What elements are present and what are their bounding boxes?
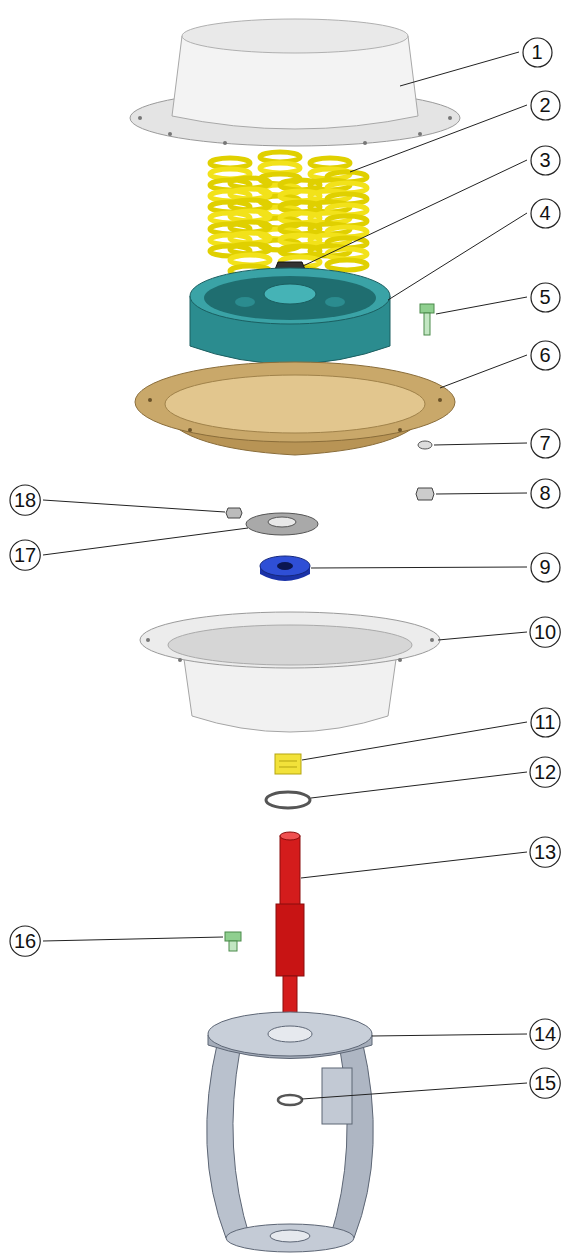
callout-number: 7 <box>539 432 550 455</box>
callout-circle: 7 <box>530 428 561 459</box>
callout-number: 5 <box>539 286 550 309</box>
callout-number: 15 <box>534 1072 556 1095</box>
callout-number: 10 <box>534 621 556 644</box>
callout-circle: 15 <box>529 1067 561 1099</box>
callout-number: 14 <box>534 1023 556 1046</box>
callout-circle: 12 <box>529 756 561 788</box>
callout-number: 17 <box>14 544 36 567</box>
callout-circle: 13 <box>529 836 561 868</box>
callout-number: 12 <box>534 761 556 784</box>
callout-number: 11 <box>535 711 556 734</box>
bushing <box>275 754 301 774</box>
yoke <box>207 1012 374 1252</box>
nut <box>226 508 242 518</box>
callout-circle: 1 <box>522 37 553 68</box>
callout-circle: 5 <box>530 282 561 313</box>
piston <box>190 268 390 364</box>
leader-lines <box>43 52 527 1099</box>
callout-circle: 14 <box>529 1018 561 1050</box>
callout-number: 18 <box>14 489 36 512</box>
callout-number: 9 <box>539 556 550 579</box>
callout-number: 3 <box>539 149 550 172</box>
lower-casing <box>140 612 440 732</box>
diaphragm <box>135 362 455 455</box>
nut <box>416 488 434 500</box>
callout-circle: 2 <box>530 90 561 121</box>
bolt <box>225 932 241 951</box>
stem <box>276 832 304 1024</box>
callout-number: 1 <box>531 41 542 64</box>
callout-number: 16 <box>14 930 36 953</box>
callout-circle: 11 <box>530 707 561 738</box>
callout-circle: 10 <box>529 616 561 648</box>
callout-circle: 17 <box>9 539 41 571</box>
callout-number: 4 <box>539 202 550 225</box>
callout-number: 6 <box>539 344 550 367</box>
callout-circle: 3 <box>530 145 561 176</box>
callout-circle: 4 <box>530 198 561 229</box>
callout-circle: 9 <box>530 552 561 583</box>
callout-number: 13 <box>534 841 556 864</box>
plate <box>246 513 318 535</box>
washer <box>418 441 432 449</box>
callout-number: 8 <box>539 482 550 505</box>
callout-circle: 6 <box>530 340 561 371</box>
callout-number: 2 <box>539 94 550 117</box>
bolt <box>420 304 434 335</box>
callout-circle: 16 <box>9 925 41 957</box>
callout-circle: 8 <box>530 478 561 509</box>
springs <box>210 152 367 278</box>
callout-circle: 18 <box>9 484 41 516</box>
seal <box>260 556 310 581</box>
o-ring <box>266 792 310 808</box>
